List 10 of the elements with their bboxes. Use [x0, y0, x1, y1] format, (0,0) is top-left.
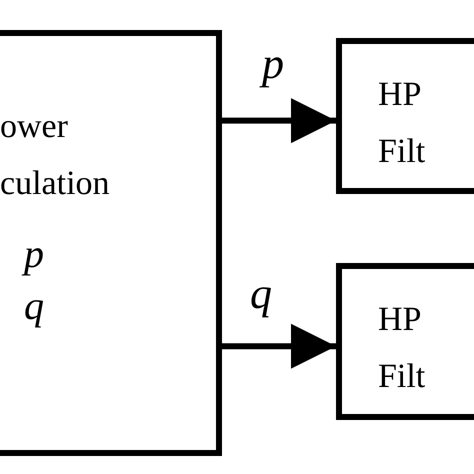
arrow	[222, 324, 336, 369]
block-label: HP Filt	[378, 300, 426, 397]
block-box	[336, 38, 474, 194]
block-box	[336, 263, 474, 420]
variable-label: q	[24, 284, 45, 328]
block-label: HP Filt	[378, 75, 426, 172]
variable-label: p	[24, 232, 64, 276]
block-box	[0, 30, 222, 456]
block-label: ower culation	[0, 107, 111, 204]
arrow	[222, 98, 336, 144]
